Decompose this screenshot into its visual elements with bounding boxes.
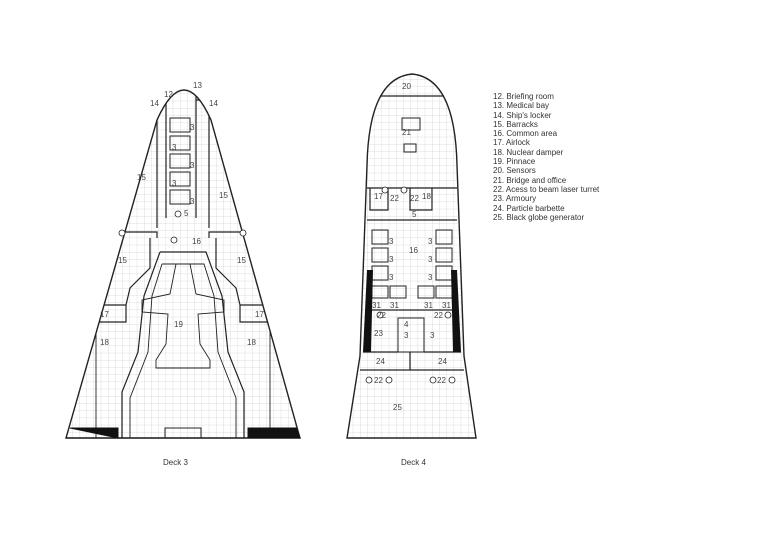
room-legend: 12. Briefing room 13. Medical bay 14. Sh… (493, 92, 599, 222)
deck4-label-18: 18 (422, 192, 431, 201)
deck4-label-22f: 22 (437, 376, 446, 385)
deck3-label-17b: 17 (255, 310, 264, 319)
legend-item: 24. Particle barbette (493, 203, 565, 213)
deck3-label-19: 19 (174, 320, 183, 329)
deck3-caption: Deck 3 (163, 458, 188, 467)
deck4-label-22d: 22 (434, 311, 443, 320)
deck4-label-3h: 3 (430, 331, 435, 340)
deck3-label-15b: 15 (219, 191, 228, 200)
legend-item: 23. Armoury (493, 194, 537, 204)
deck4-label-31c: 31 (424, 301, 433, 310)
deck3-label-18b: 18 (247, 338, 256, 347)
legend-item: 14. Ship's locker (493, 110, 552, 120)
deck4-label-3b: 3 (389, 255, 394, 264)
deck4-label-31a: 31 (372, 301, 381, 310)
deck4-label-25: 25 (393, 403, 402, 412)
deck3-label-5: 5 (184, 209, 189, 218)
deck-4-plan: 20 21 17 22 22 18 5 16 3 3 3 3 3 3 31 31… (346, 73, 477, 467)
deck3-label-17a: 17 (100, 310, 109, 319)
deck4-label-3f: 3 (428, 273, 433, 282)
deck4-label-3d: 3 (428, 237, 433, 246)
legend-item: 16. Common area (493, 129, 558, 139)
legend-item: 19. Pinnace (493, 157, 536, 167)
deck4-caption: Deck 4 (401, 458, 426, 467)
legend-item: 12. Briefing room (493, 92, 554, 101)
legend-item: 18. Nuclear damper (493, 147, 564, 157)
deck4-label-22b: 22 (410, 194, 419, 203)
legend-item: 22. Acess to beam laser turret (493, 184, 600, 194)
deck3-label-13: 13 (193, 81, 202, 90)
deck4-label-3c: 3 (389, 273, 394, 282)
deck4-label-3g: 3 (404, 331, 409, 340)
deck-3-plan: 12 13 14 14 3 3 3 3 3 5 15 15 15 15 16 1… (65, 81, 301, 467)
legend-item: 15. Barracks (493, 119, 538, 129)
deck4-label-22a: 22 (390, 194, 399, 203)
deck4-label-4: 4 (404, 320, 409, 329)
deck4-label-31d: 31 (442, 301, 451, 310)
deck3-label-15d: 15 (237, 256, 246, 265)
deck4-label-17: 17 (374, 192, 383, 201)
deck4-label-23: 23 (374, 329, 383, 338)
legend-item: 13. Medical bay (493, 101, 550, 111)
deck3-label-3c: 3 (190, 161, 195, 170)
deck3-label-12: 12 (164, 90, 173, 99)
deck3-label-3e: 3 (190, 197, 195, 206)
deck3-label-3d: 3 (172, 179, 177, 188)
deck3-label-16: 16 (192, 237, 201, 246)
deck4-label-31b: 31 (390, 301, 399, 310)
deck3-label-18a: 18 (100, 338, 109, 347)
deck3-label-15c: 15 (118, 256, 127, 265)
deck4-label-24a: 24 (376, 357, 385, 366)
deck4-label-21: 21 (402, 128, 411, 137)
deck4-label-16: 16 (409, 246, 418, 255)
deck4-label-24b: 24 (438, 357, 447, 366)
deck4-label-3a: 3 (389, 237, 394, 246)
legend-item: 21. Bridge and office (493, 175, 567, 185)
deck3-label-3a: 3 (190, 123, 195, 132)
deck4-label-20: 20 (402, 82, 411, 91)
deck3-label-3b: 3 (172, 143, 177, 152)
deck3-label-15a: 15 (137, 173, 146, 182)
deck4-label-5: 5 (412, 210, 417, 219)
deck4-label-3e: 3 (428, 255, 433, 264)
legend-item: 17. Airlock (493, 138, 530, 148)
deck4-label-22c: 22 (377, 311, 386, 320)
legend-item: 20. Sensors (493, 166, 536, 176)
deck3-label-14a: 14 (150, 99, 159, 108)
deck3-label-14b: 14 (209, 99, 218, 108)
deck4-label-22e: 22 (374, 376, 383, 385)
legend-item: 25. Black globe generator (493, 212, 585, 222)
